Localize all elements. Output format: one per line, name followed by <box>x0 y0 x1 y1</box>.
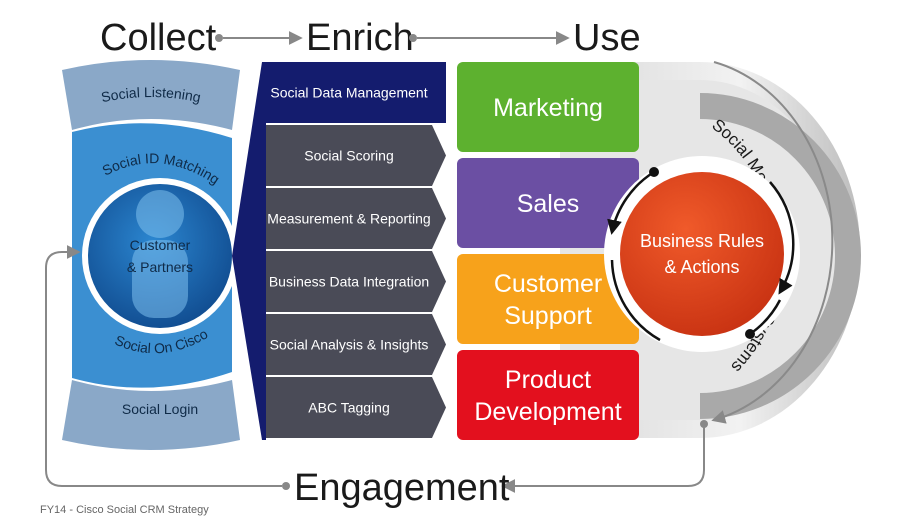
enrich-item-label: Business Data Integration <box>269 274 429 290</box>
enrich-item-shape <box>266 377 446 438</box>
use-box-shape <box>457 62 639 152</box>
enrich-item-5: Social Analysis & Insights <box>266 314 446 375</box>
enrich-to-use-arrow <box>409 31 570 45</box>
center-label-line2: & Partners <box>127 259 193 275</box>
enrich-item-label: ABC Tagging <box>308 400 389 416</box>
enrich-item-shape <box>266 251 446 312</box>
core-label-line1: Business Rules <box>640 231 764 251</box>
social-login-label: Social Login <box>122 401 198 417</box>
use-column: MarketingSalesCustomerSupportProductDeve… <box>457 62 639 440</box>
enrich-item-2: Social Scoring <box>266 125 446 186</box>
use-box-shape <box>457 254 639 344</box>
stage-engagement: Engagement <box>294 467 510 509</box>
return-arrow-left <box>45 245 282 487</box>
enrich-item-label: Social Analysis & Insights <box>270 337 429 353</box>
use-box-label: Customer <box>494 270 602 298</box>
stage-use: Use <box>573 17 641 59</box>
person-silhouette-icon <box>132 190 188 318</box>
use-box-label: Development <box>474 398 621 426</box>
enrich-item-shape <box>266 188 446 249</box>
enrich-item-3: Measurement & Reporting <box>266 188 446 249</box>
enrich-item-shape <box>266 314 446 375</box>
enrich-item-1: Social Data Management <box>266 62 446 123</box>
collect-to-enrich-arrow <box>215 31 303 45</box>
use-box-label: Marketing <box>493 94 603 122</box>
enrich-item-shape <box>266 125 446 186</box>
cycle-arrow-bottom <box>769 181 795 295</box>
use-box-label: Sales <box>517 190 580 218</box>
use-box-label: Product <box>505 366 591 394</box>
stage-collect: Collect <box>100 17 217 59</box>
social-listening-label: Social Listening <box>100 84 203 105</box>
footer-caption: FY14 - Cisco Social CRM Strategy <box>40 504 209 516</box>
stage-enrich: Enrich <box>306 17 414 59</box>
use-box-label: Support <box>504 302 592 330</box>
cycle-arrow-top <box>607 170 655 235</box>
collect-shape: Customer & Partners Social Listening Soc… <box>62 60 240 450</box>
enrich-item-label: Measurement & Reporting <box>267 211 430 227</box>
enrich-item-label: Social Data Management <box>270 85 427 101</box>
business-rules-core: Business Rules & Actions <box>604 156 800 352</box>
use-box-1: Marketing <box>457 62 639 152</box>
enrich-item-shape <box>266 62 446 123</box>
core-label-line2: & Actions <box>664 257 739 277</box>
return-arrow-right <box>501 424 705 493</box>
enrich-item-4: Business Data Integration <box>266 251 446 312</box>
use-box-shape <box>457 158 639 248</box>
use-box-2: Sales <box>457 158 639 248</box>
enrich-item-6: ABC Tagging <box>266 377 446 438</box>
center-label-line1: Customer <box>130 237 191 253</box>
use-box-shape <box>457 350 639 440</box>
engagement-loop: Engagement <box>45 245 708 509</box>
enrich-item-label: Social Scoring <box>304 148 394 164</box>
